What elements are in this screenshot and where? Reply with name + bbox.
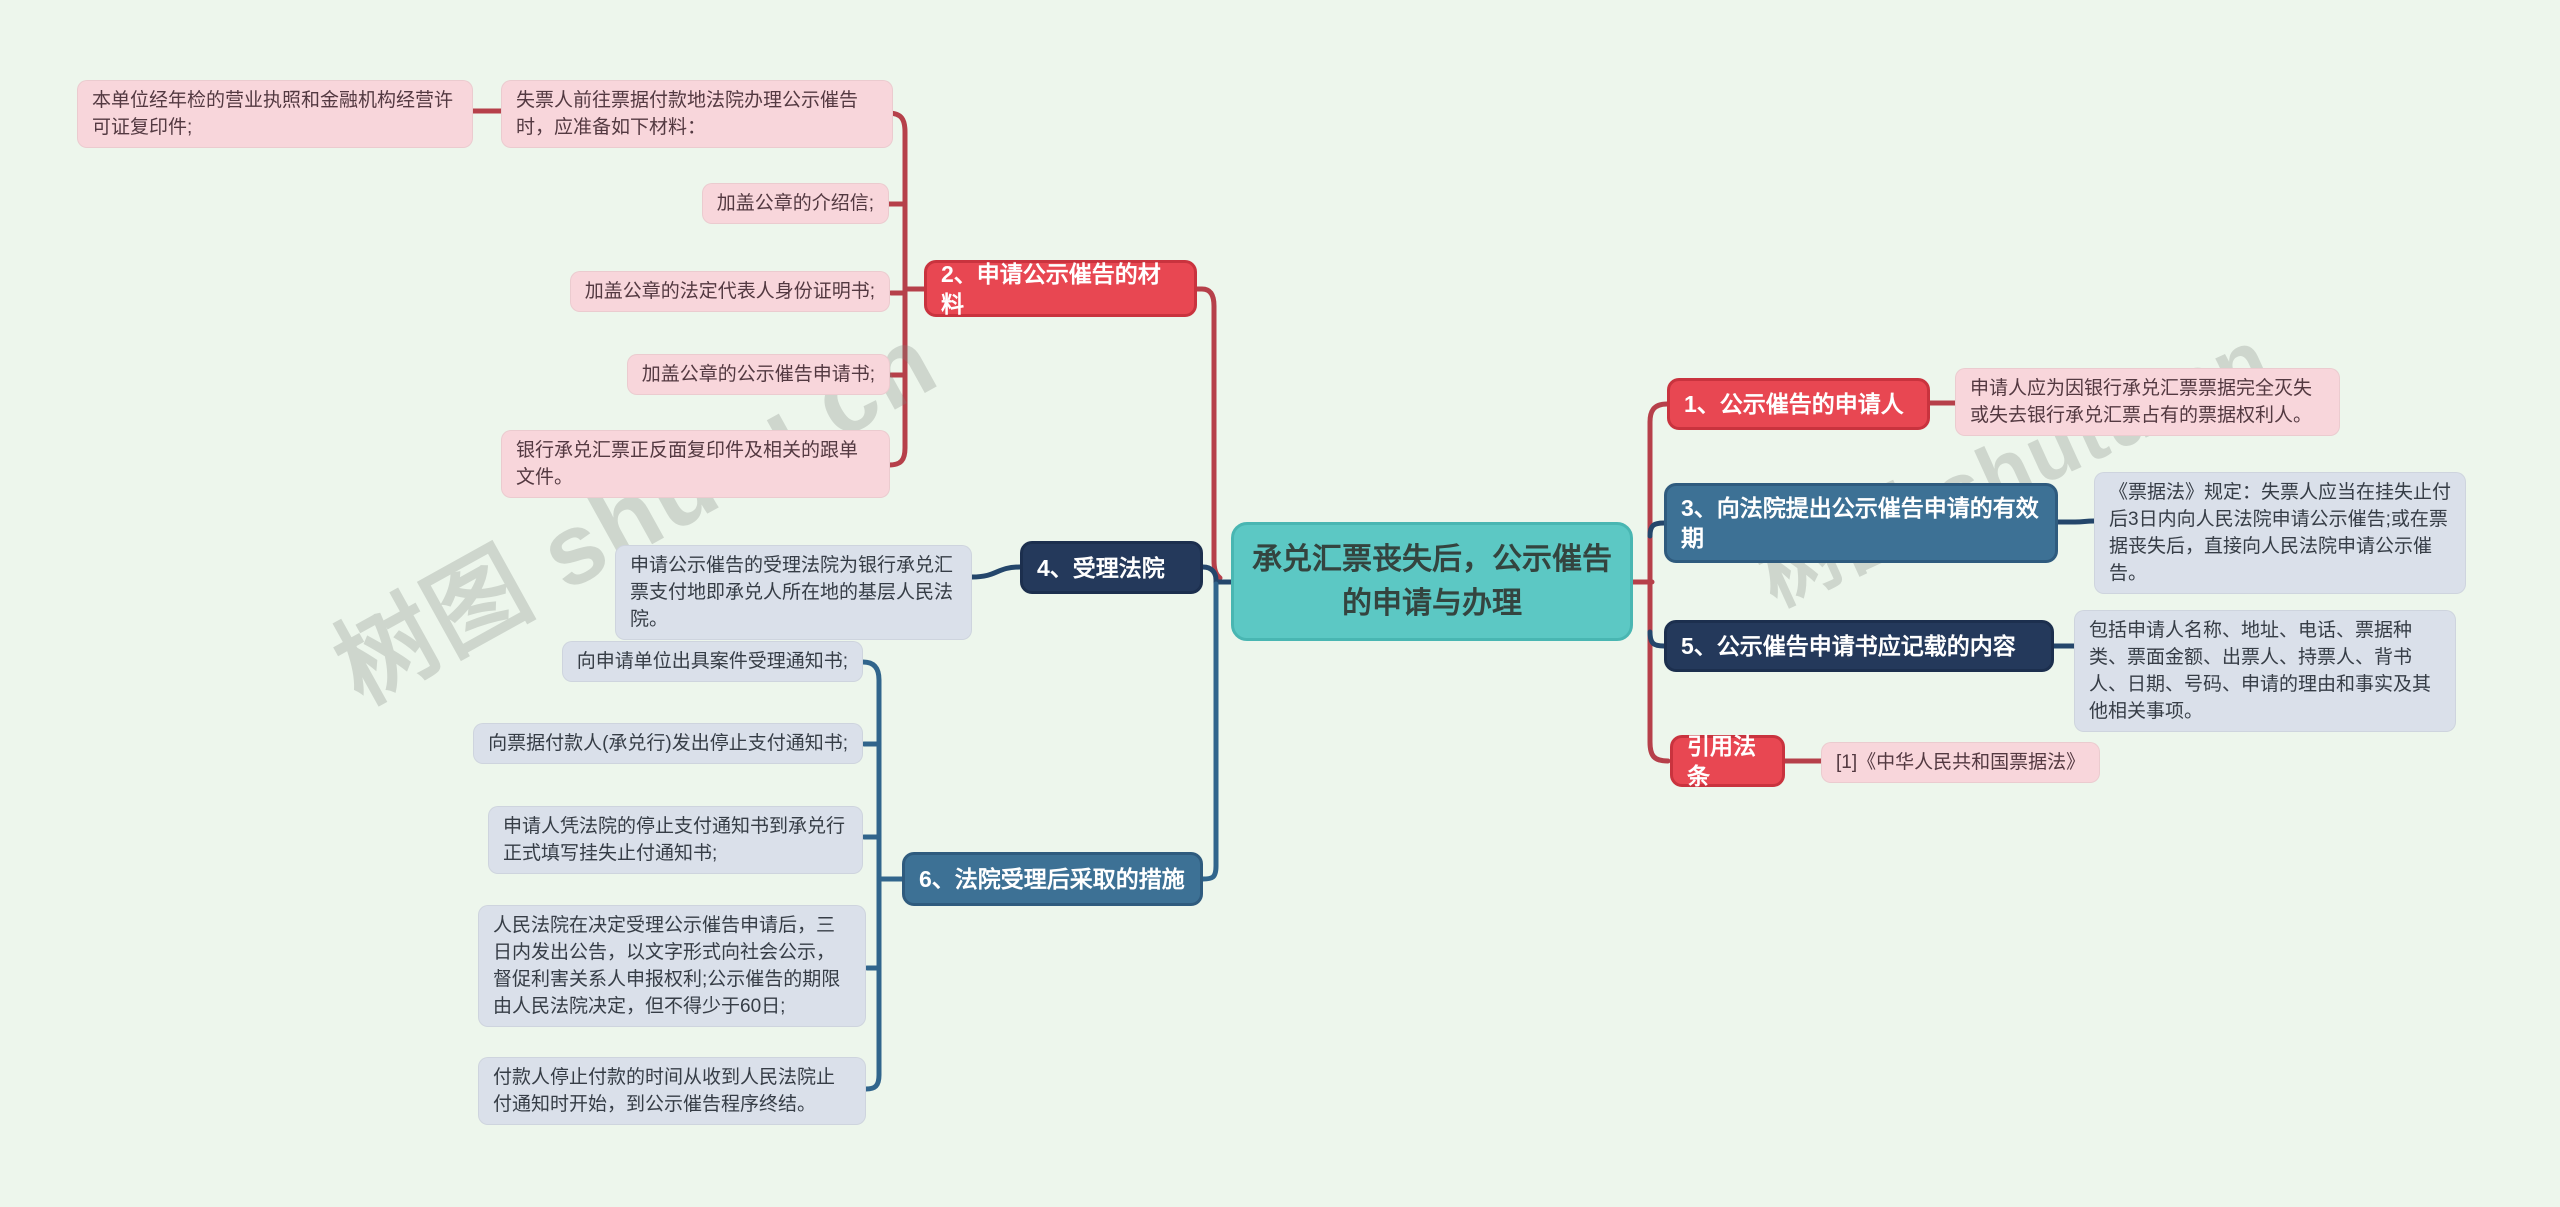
leaf-business-license[interactable]: 本单位经年检的营业执照和金融机构经营许可证复印件; (77, 80, 473, 148)
leaf-materials-intro[interactable]: 失票人前往票据付款地法院办理公示催告时，应准备如下材料： (501, 80, 893, 148)
branch-node-court[interactable]: 4、受理法院 (1020, 541, 1203, 594)
leaf-law-reference[interactable]: [1]《中华人民共和国票据法》 (1821, 742, 2101, 783)
leaf-acceptance-notice[interactable]: 向申请单位出具案件受理通知书; (561, 641, 863, 682)
leaf-contents-desc[interactable]: 包括申请人名称、地址、电话、票据种类、票面金额、出票人、持票人、背书人、日期、号… (2074, 610, 2456, 732)
leaf-loss-report-notice[interactable]: 申请人凭法院的停止支付通知书到承兑行正式填写挂失止付通知书; (488, 806, 863, 874)
leaf-validity-rule[interactable]: 《票据法》规定：失票人应当在挂失止付后3日内向人民法院申请公示催告;或在票据丧失… (2094, 472, 2466, 594)
leaf-bill-copies[interactable]: 银行承兑汇票正反面复印件及相关的跟单文件。 (501, 430, 890, 498)
leaf-application-form[interactable]: 加盖公章的公示催告申请书; (626, 354, 890, 395)
leaf-intro-letter[interactable]: 加盖公章的介绍信; (701, 183, 889, 224)
branch-node-measures[interactable]: 6、法院受理后采取的措施 (902, 852, 1203, 906)
central-topic[interactable]: 承兑汇票丧失后，公示催告的申请与办理 (1231, 522, 1633, 641)
branch-node-validity[interactable]: 3、向法院提出公示催告申请的有效期 (1664, 483, 2058, 563)
leaf-applicant-desc[interactable]: 申请人应为因银行承兑汇票票据完全灭失或失去银行承兑汇票占有的票据权利人。 (1955, 368, 2340, 436)
branch-node-cited-law[interactable]: 引用法条 (1670, 733, 1785, 789)
leaf-court-desc[interactable]: 申请公示催告的受理法院为银行承兑汇票支付地即承兑人所在地的基层人民法院。 (615, 545, 972, 640)
branch-node-materials[interactable]: 2、申请公示催告的材料 (924, 260, 1197, 317)
leaf-payment-stop-time[interactable]: 付款人停止付款的时间从收到人民法院止付通知时开始，到公示催告程序终结。 (478, 1057, 866, 1125)
leaf-public-notice-period[interactable]: 人民法院在决定受理公示催告申请后，三日内发出公告，以文字形式向社会公示，督促利害… (478, 905, 866, 1027)
leaf-stop-payment-notice[interactable]: 向票据付款人(承兑行)发出停止支付通知书; (473, 723, 863, 764)
branch-node-contents[interactable]: 5、公示催告申请书应记载的内容 (1664, 620, 2054, 672)
leaf-legal-rep-certificate[interactable]: 加盖公章的法定代表人身份证明书; (569, 271, 890, 312)
branch-node-applicant[interactable]: 1、公示催告的申请人 (1667, 378, 1930, 430)
